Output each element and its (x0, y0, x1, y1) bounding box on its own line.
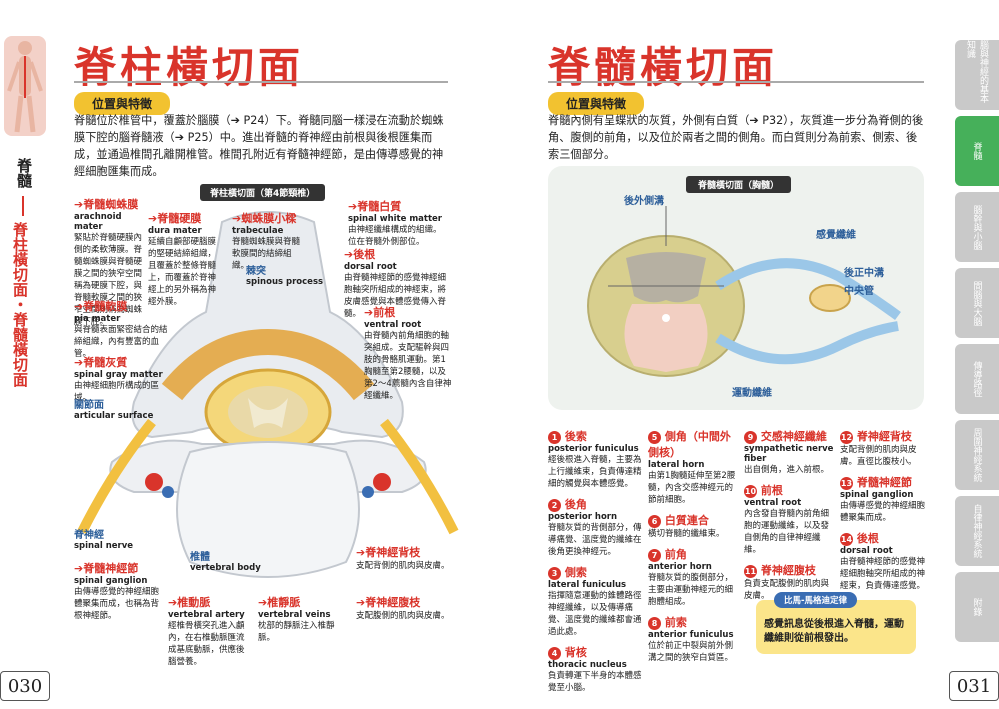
label-pia: ➔脊髓軟膜 pia mater 與脊髓表面緊密結合的結締組織，內有豐富的血管。 (74, 300, 168, 359)
label-dura: ➔脊髓硬膜 dura mater 延續自顱部硬腦膜的堅硬結締組織，且覆蓋於整條脊… (148, 212, 217, 307)
chapter-tab[interactable]: 傳導路徑 (955, 344, 999, 414)
list-item: 3 側索 lateral funiculus 指揮隨意運動的錐體路徑神經纖維，以… (548, 566, 642, 637)
chapter-tab[interactable]: 周圍神經系統 (955, 420, 999, 490)
left-page-title: 脊柱橫切面 (74, 43, 305, 92)
label-articular: 關節面 articular surface (74, 400, 154, 421)
right-diagram-title: 脊髓橫切面（胸髓） (686, 176, 792, 193)
chapter-tab[interactable]: 自律神經系統 (955, 496, 999, 566)
memo-text: 感覺訊息從後根進入脊髓，運動纖維則從前根發出。 (764, 619, 904, 644)
label-artery: ➔椎動脈 vertebral artery 經椎骨橫突孔進入顱內，在右椎動脈匯流… (168, 596, 245, 667)
label-trabeculae: ➔蜘蛛膜小樑 trabeculae 脊髓蜘蛛膜與脊髓軟膜間的結締組織。 (232, 212, 301, 271)
chapter-tab[interactable]: 脊髓 (955, 116, 999, 186)
items-col-4: 12 脊神經背枝 支配背側的肌肉與皮膚。直徑比腹枝小。 13 脊髓神經節 spi… (840, 428, 928, 592)
label-ganglion: ➔脊髓神經節 spinal ganglion 由傳導感覺的神經細胞體聚集而成，也… (74, 562, 160, 621)
label-gray: ➔脊髓灰質 spinal gray matter 由神經細胞所構成的區域。 (74, 356, 163, 403)
left-badge: 位置與特徵 (74, 92, 171, 115)
label-spinous: 棘突 spinous process (246, 266, 324, 287)
list-item: 5 側角（中間外側核） lateral horn 由第1胸髓延伸至第2腰髓，內含… (648, 430, 736, 505)
label-veins: ➔椎靜脈 vertebral veins 枕部的靜脈注入椎靜脈。 (258, 596, 335, 643)
list-item: 9 交感神經纖維 sympathetic nerve fiber 出自側角，進入… (744, 430, 834, 475)
label-central-canal: 中央管 (844, 286, 874, 297)
left-title-underline (74, 81, 448, 83)
left-page-number: 030 (0, 671, 50, 701)
memo-title: 比馬-馬格迪定律 (774, 592, 858, 608)
right-diagram: 脊髓橫切面（胸髓） 後外側溝 感覺纖維 後正中溝 中央管 運動纖維 (548, 166, 924, 410)
right-page-title: 脊髓橫切面 (548, 43, 779, 92)
memo-box: 比馬-馬格迪定律 感覺訊息從後根進入脊髓，運動纖維則從前根發出。 (756, 592, 916, 654)
label-posterior-median-sulcus: 後正中溝 (844, 268, 884, 279)
left-diagram-title: 脊柱橫切面（第4節頸椎） (200, 184, 326, 201)
chapter-tab[interactable]: 間腦與大腦 (955, 268, 999, 338)
left-margin: 脊髓 脊柱橫切面・脊髓橫切面 (0, 0, 50, 709)
list-item: 12 脊神經背枝 支配背側的肌肉與皮膚。直徑比腹枝小。 (840, 430, 917, 467)
label-motor-fiber: 運動纖維 (732, 388, 772, 399)
spinal-cord-illustration (587, 206, 901, 377)
label-spinal-nerve: 脊神經 spinal nerve (74, 530, 134, 551)
label-sensory-fiber: 感覺纖維 (816, 230, 856, 241)
label-ventral-branch: ➔脊神經腹枝 支配腹側的肌肉與皮膚。 (356, 596, 450, 621)
list-item: 2 後角 posterior horn 脊髓灰質的背側部分，傳導痛覺、溫度覺的纖… (548, 498, 642, 557)
list-item: 13 脊髓神經節 spinal ganglion 由傳導感覺的神經細胞體聚集而成… (840, 476, 926, 523)
list-item: 7 前角 anterior horn 脊髓灰質的腹側部分，主要由運動神經元的細胞… (648, 548, 734, 607)
items-col-1: 1 後索 posterior funiculus 經後根進入脊髓，主要為上行纖維… (548, 428, 642, 694)
side-arrow-icon (22, 196, 24, 216)
chapter-tabs: 腦與神經的基本知識脊髓腦幹與小腦間腦與大腦傳導路徑周圍神經系統自律神經系統附錄 (955, 40, 999, 660)
label-dorsal-branch: ➔脊神經背枝 支配背側的肌肉與皮膚。 (356, 546, 450, 571)
items-col-2: 5 側角（中間外側核） lateral horn 由第1胸髓延伸至第2腰髓，內含… (648, 428, 738, 664)
label-white: ➔脊髓白質 spinal white matter 由神經纖維構成的組織。位在脊… (348, 200, 442, 247)
list-item: 1 後索 posterior funiculus 經後根進入脊髓，主要為上行纖維… (548, 430, 642, 489)
left-diagram: 脊柱橫切面（第4節頸椎） (72, 182, 464, 652)
chapter-tab[interactable]: 腦幹與小腦 (955, 192, 999, 262)
list-item: 10 前根 ventral root 內含發自脊髓內前角細胞的運動纖維，以及發自… (744, 484, 830, 555)
side-label: 脊髓 (15, 158, 33, 188)
chapter-tab[interactable]: 附錄 (955, 572, 999, 642)
label-posterior-lateral-sulcus: 後外側溝 (624, 196, 664, 207)
items-col-3: 9 交感神經纖維 sympathetic nerve fiber 出自側角，進入… (744, 428, 836, 602)
label-arachnoid: ➔脊髓蜘蛛膜 arachnoid mater 緊貼於脊髓硬膜內側的柔軟薄膜。脊髓… (74, 198, 143, 327)
right-badge: 位置與特徵 (548, 92, 645, 115)
list-item: 11 脊神經腹枝 負責支配腹側的肌肉與皮膚。 (744, 564, 830, 601)
list-item: 6 白質連合 橫切脊髓的纖維束。 (648, 514, 725, 539)
body-figure-icon (4, 36, 46, 136)
label-body: 椎體 vertebral body (190, 552, 261, 573)
right-paragraph: 脊髓內側有呈蝶狀的灰質，外側有白質（➔ P32），灰質進一步分為脊側的後角、腹側… (548, 114, 924, 161)
list-item: 4 背核 thoracic nucleus 負責轉運下半身的本體感覺至小腦。 (548, 646, 642, 693)
chapter-tab[interactable]: 腦與神經的基本知識 (955, 40, 999, 110)
right-page-number: 031 (949, 671, 999, 701)
left-paragraph: 脊髓位於椎管中，覆蓋於腦膜（➔ P24）下。脊髓同腦一樣浸在流動於蜘蛛膜下腔的腦… (74, 114, 444, 178)
label-ventral-root: ➔前根 ventral root 由脊髓內前角細胞的軸突組成。支配驅幹與四肢的骨… (364, 306, 452, 401)
side-sub-label: 脊柱橫切面・脊髓橫切面 (11, 222, 29, 387)
list-item: 8 前索 anterior funiculus 位於前正中裂與前外側溝之間的狹窄… (648, 616, 734, 663)
right-title-underline (548, 81, 924, 83)
list-item: 14 後根 dorsal root 由脊髓神經節的感覺神經細胞軸突所組成的神經束… (840, 532, 926, 591)
vertebra-illustration (77, 211, 459, 578)
label-dorsal-root: ➔後根 dorsal root 由脊髓神經節的感覺神經細胞軸突所組成的神經束，將… (344, 248, 447, 319)
